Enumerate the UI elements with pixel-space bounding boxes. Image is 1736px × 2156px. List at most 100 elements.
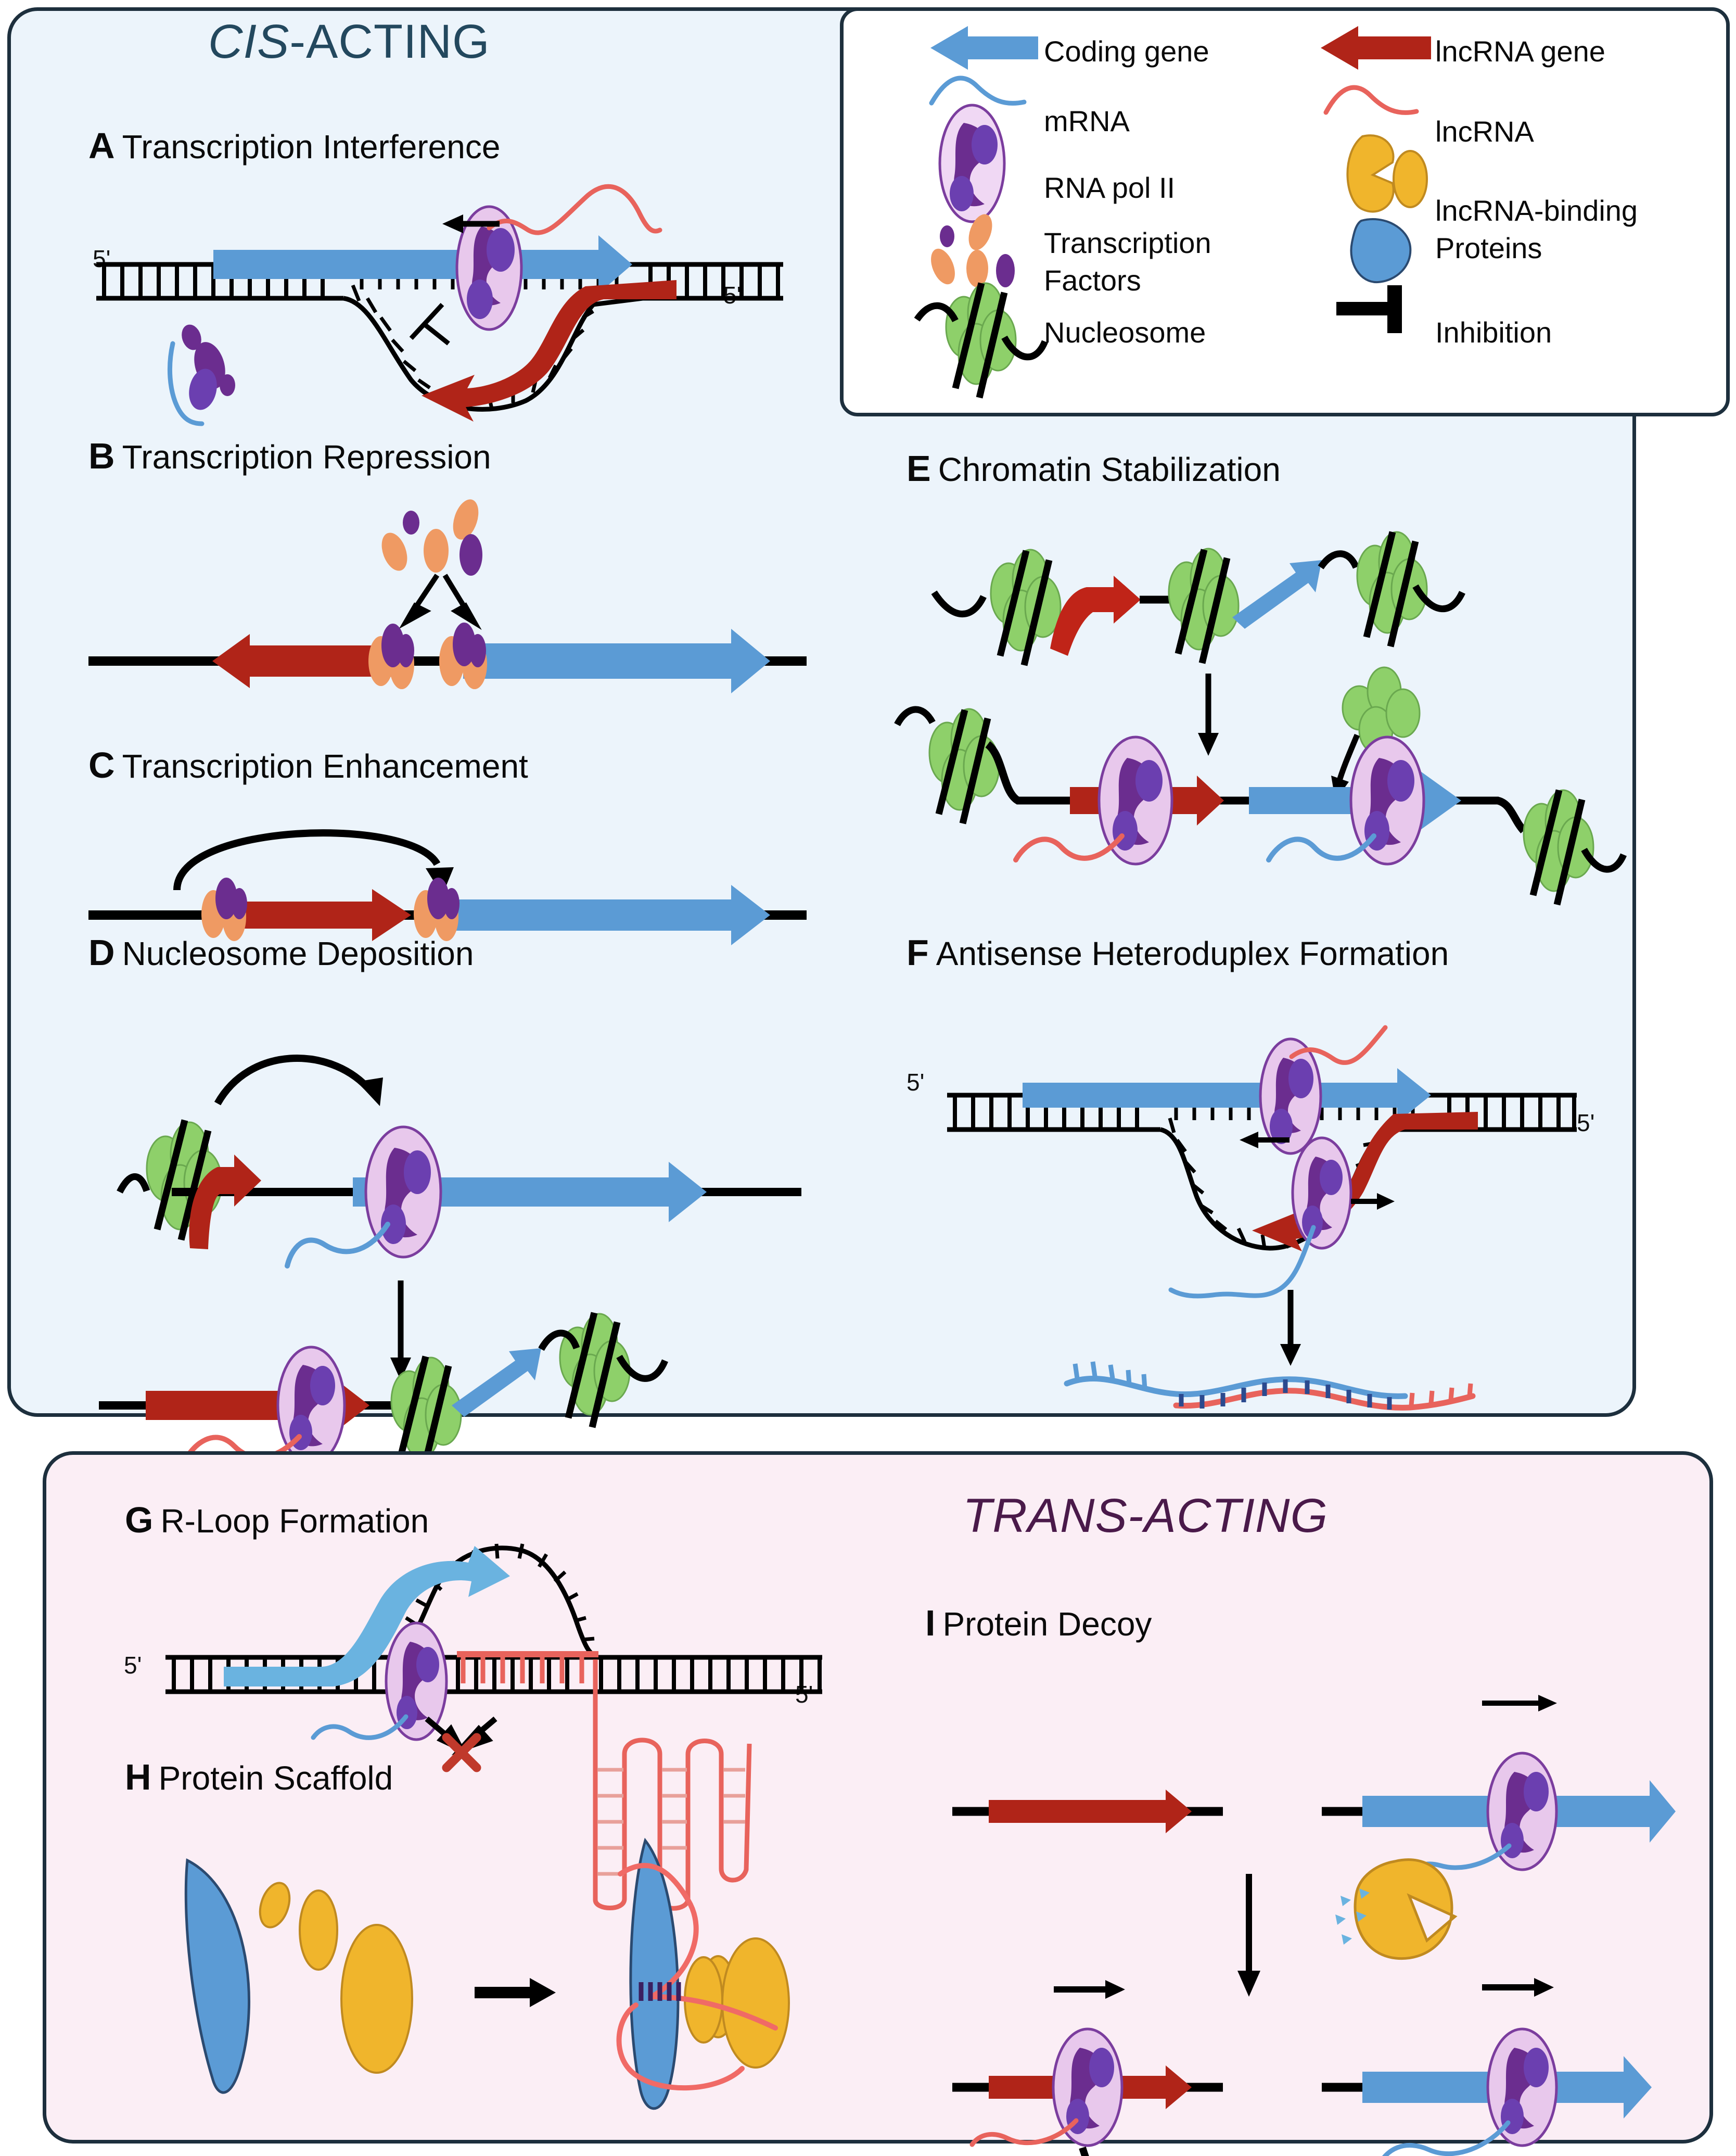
polymerase-icon xyxy=(938,104,1006,223)
legend-label-coding-gene: Coding gene xyxy=(1044,35,1209,68)
lncrna-sequestration-arrow xyxy=(1079,2146,1089,2156)
direction-arrow-right xyxy=(1054,1980,1125,1999)
panel-h-diagram xyxy=(184,1837,790,2110)
protein-blue-scaffold-bound xyxy=(629,1837,680,2110)
legend-icons xyxy=(914,26,1431,399)
rna-pol-ii xyxy=(1052,2027,1124,2147)
protein-blobs-icon xyxy=(1346,134,1428,284)
trans-title-italic: TRANS xyxy=(963,1489,1128,1542)
legend-label-lncrna-binding-proteins-line2: Proteins xyxy=(1435,232,1542,264)
nucleosome-icon xyxy=(1168,548,1240,664)
nucleosome-icon xyxy=(894,706,1000,825)
cis-acting-title: CIS-ACTING xyxy=(208,15,490,69)
panel-e-diagram xyxy=(894,531,1627,906)
panel-c-diagram xyxy=(88,829,807,945)
panel-i-letter: I xyxy=(925,1603,936,1643)
legend-label-transcription-factors-line1: Transcription xyxy=(1044,226,1211,259)
inhibition-bar-icon xyxy=(1336,285,1402,333)
protein-yellow-large-bound xyxy=(721,1937,790,2069)
blue-wave-icon xyxy=(929,75,1027,106)
panel-a-five-prime-right: 5' xyxy=(723,282,742,309)
bound-transcription-factors-left xyxy=(201,878,247,941)
panel-c-letter: C xyxy=(88,745,115,785)
panel-h-label: Protein Scaffold xyxy=(158,1759,393,1797)
red-wave-icon xyxy=(1323,85,1419,115)
cis-title-rest: -ACTING xyxy=(289,15,490,68)
panel-h-letter: H xyxy=(125,1757,151,1797)
panel-g-five-prime-right: 5' xyxy=(795,1681,813,1708)
panel-g-five-prime-left: 5' xyxy=(124,1652,142,1679)
assembly-arrow-right xyxy=(475,1978,556,2007)
panel-d-diagram xyxy=(99,1055,801,1471)
nucleosome-icon xyxy=(990,549,1062,666)
panel-a-label: Transcription Interference xyxy=(122,128,501,166)
direction-arrow-right xyxy=(1482,1695,1557,1711)
nucleosome-icon xyxy=(538,1312,668,1428)
red-cross-icon xyxy=(442,1733,481,1772)
rna-pol-ii xyxy=(1486,1752,1558,1871)
panel-d-label: Nucleosome Deposition xyxy=(122,935,474,972)
rna-pol-ii xyxy=(385,1621,448,1741)
legend-label-lncrna-binding-proteins-line1: lncRNA-binding xyxy=(1435,194,1638,227)
rna-pol-ii xyxy=(1097,735,1173,866)
nucleosome-icon xyxy=(1356,531,1465,648)
step-arrow-down xyxy=(1237,1874,1260,1997)
legend-label-nucleosome: Nucleosome xyxy=(1044,316,1206,349)
panel-g-letter: G xyxy=(125,1500,154,1540)
nucleosome-icon xyxy=(1523,789,1627,906)
panel-e-letter: E xyxy=(907,448,931,489)
panel-g-label: R-Loop Formation xyxy=(160,1502,429,1540)
panel-b-letter: B xyxy=(88,436,115,476)
panel-f-letter: F xyxy=(907,932,929,973)
legend-label-lncrna-gene: lncRNA gene xyxy=(1435,35,1605,68)
protein-blue-scaffold xyxy=(184,1858,251,2094)
step-arrow-down xyxy=(1198,674,1219,756)
bound-transcription-factors-right xyxy=(414,878,459,941)
rna-pol-ii xyxy=(1291,1136,1352,1250)
legend-label-rna-pol-ii: RNA pol II xyxy=(1044,171,1176,204)
cis-title-italic: CIS xyxy=(208,15,290,68)
direction-arrow-right xyxy=(1482,1978,1554,1997)
panel-i-diagram xyxy=(952,1695,1676,2156)
transcription-factors-icon xyxy=(182,324,235,410)
panel-f-label: Antisense Heteroduplex Formation xyxy=(936,935,1449,972)
step-arrow-down xyxy=(1280,1290,1301,1366)
panel-b-diagram xyxy=(88,499,807,693)
bound-transcription-factors-right xyxy=(439,623,487,689)
legend-label-lncrna: lncRNA xyxy=(1435,115,1534,148)
panel-i-label: Protein Decoy xyxy=(942,1605,1152,1643)
nucleosome-icon xyxy=(914,282,1049,399)
transcription-factors-icon xyxy=(381,499,482,576)
dissociation-sparkles xyxy=(1335,1888,1370,1945)
trans-acting-title: TRANS-ACTING xyxy=(963,1489,1328,1543)
panel-g-diagram xyxy=(165,1543,822,1911)
rna-pol-ii xyxy=(1259,1037,1322,1155)
panel-e-label: Chromatin Stabilization xyxy=(938,451,1281,488)
legend-label-transcription-factors-line2: Factors xyxy=(1044,264,1141,297)
left-red-arrow-icon xyxy=(1321,26,1431,70)
panel-f-five-prime-left: 5' xyxy=(907,1069,925,1096)
inhibition-icon xyxy=(409,302,450,346)
legend-label-mrna: mRNA xyxy=(1044,105,1130,137)
direction-arrow-right xyxy=(1351,1193,1395,1210)
trans-title-rest: -ACTING xyxy=(1127,1489,1329,1542)
panel-b-label: Transcription Repression xyxy=(122,438,491,476)
rna-pol-ii xyxy=(276,1346,346,1465)
panel-f-diagram xyxy=(947,1025,1577,1411)
panel-a-five-prime-left: 5' xyxy=(93,245,111,272)
panel-f-five-prime-right: 5' xyxy=(1577,1109,1595,1136)
direction-arrow-left xyxy=(442,214,500,233)
direction-arrow-left xyxy=(1240,1132,1290,1148)
panel-a-letter: A xyxy=(88,125,115,166)
legend-label-inhibition: Inhibition xyxy=(1435,316,1552,349)
nucleosome-icon xyxy=(117,1119,223,1241)
protein-yellow-large xyxy=(340,1924,413,2074)
